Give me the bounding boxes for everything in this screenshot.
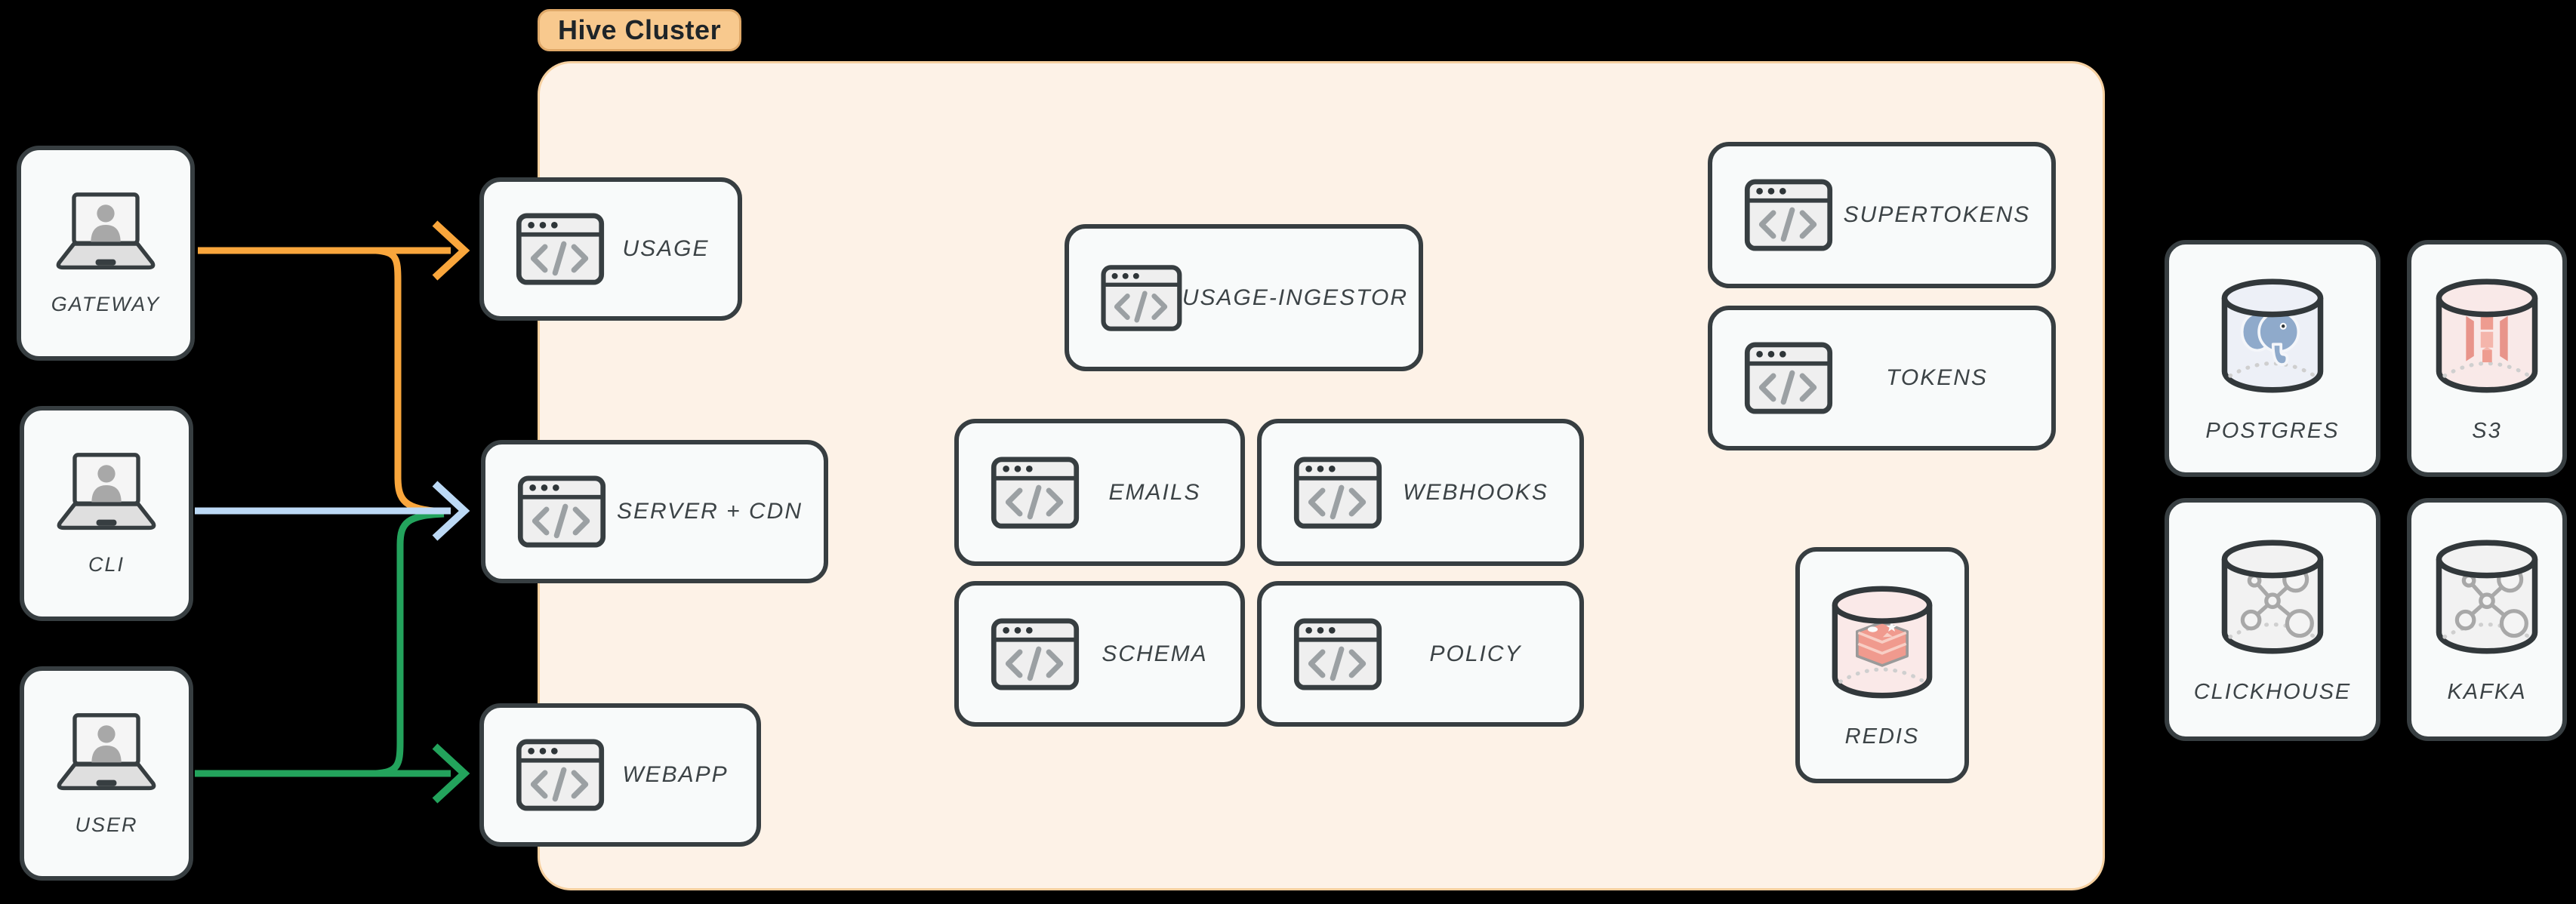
node-schema: SCHEMA	[954, 581, 1245, 727]
node-label-kafka: KAFKA	[2447, 679, 2527, 704]
edge-user-servercdn	[375, 510, 445, 777]
edge-head-webapp	[432, 743, 470, 804]
database-cylinder-icon	[2436, 278, 2538, 392]
node-label-webhooks: WEBHOOKS	[1403, 479, 1548, 505]
database-cylinder-icon	[1832, 586, 1933, 699]
node-label-usage-ingestor: USAGE-INGESTOR	[1182, 284, 1408, 310]
node-label-s3: S3	[2472, 418, 2502, 443]
edge-head-servercdn	[432, 481, 470, 541]
code-window-icon	[991, 617, 1080, 690]
node-postgres: POSTGRES	[2165, 240, 2380, 477]
postgres-elephant-logo	[2240, 310, 2300, 366]
node-server-cdn: SERVER + CDN	[481, 440, 828, 583]
node-label-usage: USAGE	[622, 236, 710, 261]
laptop-user-icon	[56, 192, 156, 270]
node-cli: CLI	[20, 406, 193, 621]
node-webapp: WEBAPP	[479, 703, 761, 847]
node-label-gateway: GATEWAY	[51, 293, 161, 315]
database-cylinder-icon	[2221, 540, 2324, 653]
code-window-icon	[1101, 264, 1182, 331]
s3-logo	[2466, 307, 2508, 362]
node-supertokens: SUPERTOKENS	[1708, 142, 2056, 288]
code-window-icon	[1744, 342, 1833, 414]
node-user: USER	[20, 666, 193, 881]
node-clickhouse: CLICKHOUSE	[2165, 498, 2380, 741]
database-cylinder-icon	[2436, 540, 2538, 653]
node-webhooks: WEBHOOKS	[1257, 419, 1584, 566]
node-label-policy: POLICY	[1429, 641, 1522, 666]
node-usage-ingestor: USAGE-INGESTOR	[1065, 224, 1423, 371]
node-label-user: USER	[75, 813, 138, 836]
node-emails: EMAILS	[954, 419, 1245, 566]
code-window-icon	[517, 475, 606, 548]
node-label-cli: CLI	[88, 553, 125, 576]
node-policy: POLICY	[1257, 581, 1584, 727]
node-label-clickhouse: CLICKHOUSE	[2193, 679, 2352, 704]
node-label-server-cdn: SERVER + CDN	[616, 499, 803, 524]
node-label-postgres: POSTGRES	[2205, 418, 2340, 443]
node-label-webapp: WEBAPP	[622, 762, 729, 787]
molecule-logo	[2240, 565, 2314, 638]
node-gateway: GATEWAY	[17, 146, 195, 361]
hive-cluster-label: Hive Cluster	[558, 14, 722, 45]
code-window-icon	[1293, 617, 1382, 690]
node-label-tokens: TOKENS	[1886, 365, 1988, 390]
code-window-icon	[991, 456, 1080, 529]
code-window-icon	[516, 213, 605, 285]
node-label-supertokens: SUPERTOKENS	[1843, 202, 2031, 227]
node-redis: REDIS	[1795, 547, 1969, 783]
edge-head-usage	[432, 220, 470, 281]
node-s3: S3	[2407, 240, 2567, 477]
database-cylinder-icon	[2221, 278, 2324, 392]
node-label-emails: EMAILS	[1108, 479, 1201, 505]
hive-cluster-badge: Hive Cluster	[538, 9, 742, 51]
node-label-redis: REDIS	[1844, 724, 1920, 749]
code-window-icon	[1744, 179, 1833, 251]
node-tokens: TOKENS	[1708, 306, 2056, 450]
edge-gateway-servercdn	[375, 247, 443, 515]
node-label-schema: SCHEMA	[1102, 641, 1208, 666]
redis-logo	[1856, 620, 1909, 667]
laptop-user-icon	[57, 453, 156, 530]
node-kafka: KAFKA	[2407, 498, 2567, 741]
laptop-user-icon	[57, 712, 156, 790]
code-window-icon	[1293, 456, 1382, 529]
code-window-icon	[516, 739, 605, 811]
node-usage: USAGE	[479, 177, 742, 321]
